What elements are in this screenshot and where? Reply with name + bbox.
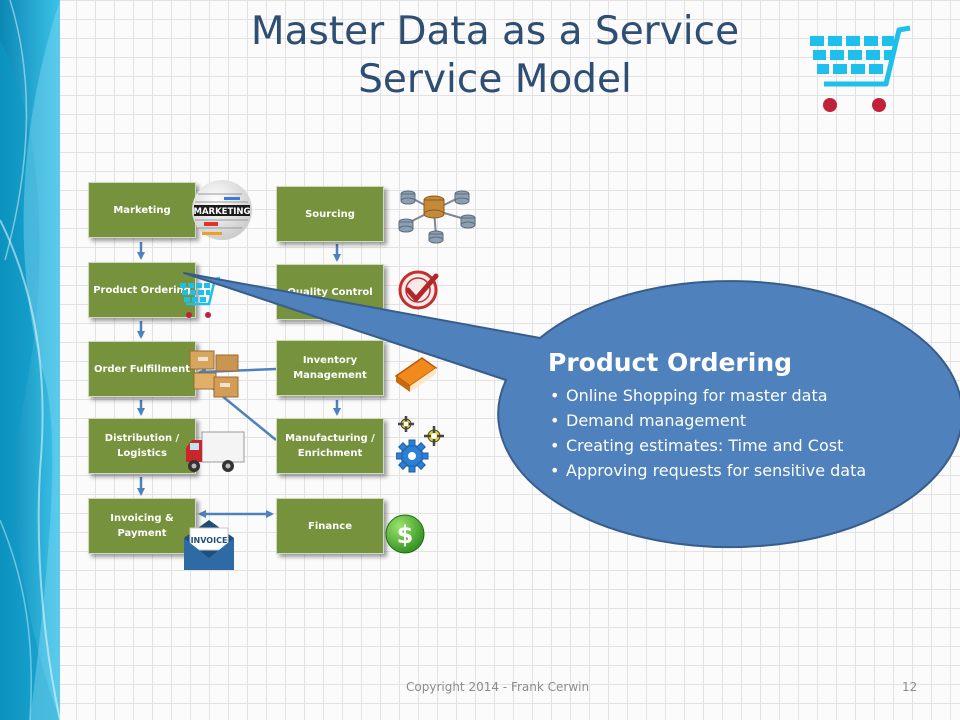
quality-check-stamp-icon [398,270,439,310]
gears-icon [396,416,444,473]
process-box-manufacturing-enrichment: Manufacturing / Enrichment [276,418,384,474]
callout-bullet: Online Shopping for master data [548,383,908,408]
process-box-product-ordering: Product Ordering [88,262,196,318]
process-box-distribution-logistics: Distribution / Logistics [88,418,196,474]
box-label: Inventory Management [293,355,367,381]
box-label: Marketing [113,204,171,216]
process-box-marketing: Marketing [88,182,196,238]
shopping-cart-icon [810,25,911,112]
sidebar-decoration [0,0,60,720]
finance-dollar-coin-icon: $ [385,514,425,554]
invoice-label: INVOICE [191,536,228,545]
box-label: Sourcing [305,208,355,220]
box-label: Manufacturing / Enrichment [285,433,375,459]
box-label: Invoicing & Payment [110,513,174,539]
delivery-truck-icon [186,431,245,472]
callout-bullet: Approving requests for sensitive data [548,458,908,483]
invoice-envelope-icon: INVOICE [184,520,234,570]
dollar-symbol: $ [397,521,414,549]
callout-title: Product Ordering [548,348,793,377]
callout-bullet: Demand management [548,408,908,433]
callout-bullet: Creating estimates: Time and Cost [548,433,908,458]
box-label: Product Ordering [93,284,191,296]
box-label: Distribution / Logistics [104,433,180,459]
callout-content: Product Ordering Online Shopping for mas… [548,348,908,483]
inventory-book-icon [394,357,438,392]
title-line-2: Service Model [358,57,632,102]
title-line-1: Master Data as a Service [250,9,740,54]
slide-title: Master Data as a Service Service Model [160,8,830,104]
marketing-globe-icon: MARKETING [192,180,252,240]
box-label: Order Fulfillment [93,363,191,375]
sourcing-database-network-icon [398,190,476,244]
callout-bullet-list: Online Shopping for master data Demand m… [548,383,908,483]
process-box-finance: Finance [276,498,384,554]
footer-copyright: Copyright 2014 - Frank Cerwin [406,680,590,694]
slide-number: 12 [902,680,918,694]
shipping-boxes-icon [189,350,239,398]
box-label: Quality Control [287,286,373,298]
process-box-invoicing-payment: Invoicing & Payment [88,498,196,554]
process-box-inventory-management: Inventory Management [276,340,384,396]
process-box-sourcing: Sourcing [276,186,384,242]
box-label: Finance [308,520,352,532]
marketing-globe-label: MARKETING [193,207,250,217]
